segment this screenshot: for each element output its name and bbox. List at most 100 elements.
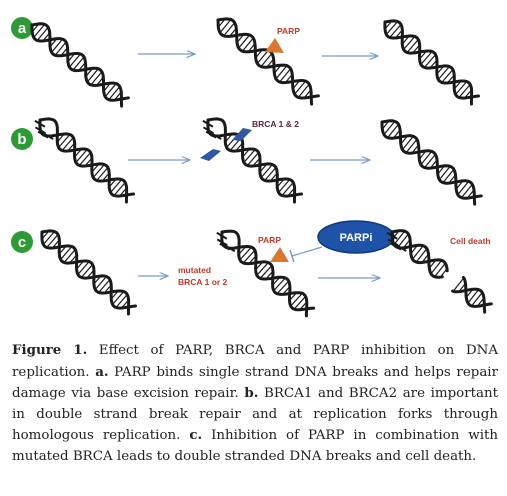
dna-base-pair — [464, 89, 472, 99]
dna-base-pair — [293, 296, 307, 310]
dna-base-pair — [41, 230, 50, 240]
brca-mutated-label: BRCA 1 or 2 — [178, 277, 228, 287]
parp-label-c: PARP — [258, 235, 281, 245]
dna-base-pair — [397, 233, 409, 248]
dna-base-pair — [69, 254, 78, 264]
dna-base-pair — [294, 80, 306, 95]
dna-base-pair — [265, 270, 274, 280]
dna-base-pair — [393, 230, 406, 245]
dna-base-pair — [437, 165, 445, 175]
dna-strand — [30, 23, 130, 102]
dna-base-pair — [281, 182, 294, 196]
dna-base-pair — [448, 174, 456, 184]
dna-base-pair — [42, 231, 55, 245]
dna-base-pair — [259, 265, 273, 279]
dna-base-pair — [424, 153, 436, 169]
dna-base-pair — [299, 301, 308, 311]
dna-base-pair — [86, 269, 95, 279]
dna-base-pair — [96, 167, 109, 181]
dna-base-pair — [113, 182, 126, 196]
dna-base-pair — [289, 292, 298, 301]
dna-base-pair — [442, 168, 455, 184]
caption-a-label: a. — [95, 363, 109, 380]
dna-base-pair — [224, 133, 233, 143]
dna-base-pair — [471, 292, 483, 307]
dna-base-pair — [85, 67, 94, 77]
dna-base-pair — [51, 38, 63, 53]
dna-helix-a2 — [216, 17, 320, 106]
dna-base-pair — [282, 286, 291, 295]
dna-base-pair — [423, 54, 437, 68]
dna-base-pair — [67, 53, 76, 63]
dna-strand — [206, 117, 297, 204]
dna-strand — [206, 118, 303, 198]
dna-strand — [383, 19, 474, 106]
dna-base-pair — [77, 261, 90, 275]
dna-base-pair — [394, 29, 403, 39]
caption-c-text: Inhibition of PARP in combination with m… — [12, 428, 498, 464]
dna-base-pair — [461, 183, 473, 199]
dna-base-pair — [403, 239, 411, 249]
dna-strand — [40, 230, 137, 310]
dna-base-pair — [383, 120, 396, 136]
dna-base-pair — [260, 164, 273, 178]
dna-base-pair — [58, 245, 67, 255]
dna-base-pair — [415, 248, 428, 263]
dna-base-pair — [410, 245, 418, 255]
dna-base-pair — [51, 239, 60, 249]
caption-b-text: BRCA1 and BRCA2 are important in double … — [12, 386, 498, 443]
dna-base-pair — [75, 149, 88, 163]
dna-frayed-end — [219, 242, 231, 251]
dna-base-pair — [94, 276, 107, 290]
dna-base-pair — [276, 280, 290, 295]
dna-base-pair — [42, 32, 51, 42]
dna-base-pair — [392, 129, 401, 139]
dna-base-pair — [401, 35, 410, 45]
dna-base-pair — [104, 83, 117, 98]
dna-base-pair — [91, 163, 100, 173]
dna-frayed-end — [216, 231, 228, 240]
dna-base-pair — [96, 76, 104, 86]
dna-base-pair — [119, 187, 127, 197]
dna-base-pair — [60, 246, 73, 260]
dna-base-pair — [434, 262, 446, 278]
dna-base-pair — [269, 172, 278, 182]
dna-strand — [220, 229, 309, 318]
dna-frayed-end — [202, 119, 214, 128]
dna-strand — [30, 22, 124, 108]
dna-base-pair — [110, 179, 123, 193]
dna-base-pair — [384, 20, 393, 30]
dna-base-pair — [60, 47, 69, 57]
dna-base-pair — [236, 33, 245, 43]
figure-illustration: a PARP b BRCA 1 & 2 c mutate — [11, 17, 493, 318]
panel-b-badge: b — [11, 128, 33, 150]
dna-strand — [40, 229, 131, 316]
dna-base-pair — [437, 66, 450, 80]
dna-base-pair — [418, 150, 427, 160]
dna-base-pair — [78, 152, 92, 166]
caption-b-label: b. — [244, 385, 259, 401]
dna-base-pair — [429, 159, 438, 169]
dna-strand — [38, 118, 135, 198]
dna-base-pair — [98, 279, 111, 293]
dna-frayed-end — [224, 244, 236, 253]
dna-base-pair — [458, 84, 471, 98]
dna-base-pair — [457, 180, 470, 196]
dna-base-pair — [256, 262, 269, 276]
dna-base-pair — [247, 43, 256, 53]
dna-base-pair — [54, 41, 67, 56]
dna-helix-c2 — [216, 229, 316, 318]
caption-intro: Effect of PARP, BRCA and PARP inhibition… — [12, 343, 498, 380]
dna-base-pair — [428, 259, 437, 269]
dna-base-pair — [84, 157, 93, 167]
parp-triangle-c-icon — [270, 247, 289, 262]
inhibition-line — [291, 246, 323, 257]
dna-base-pair — [49, 38, 58, 48]
dna-base-pair — [276, 178, 285, 188]
dna-frayed-end — [205, 130, 217, 139]
dna-base-pair — [255, 261, 264, 271]
dna-base-pair — [252, 157, 261, 167]
dna-base-pair — [278, 179, 291, 193]
dna-helix-a1 — [30, 22, 130, 108]
dna-base-pair — [476, 297, 485, 307]
